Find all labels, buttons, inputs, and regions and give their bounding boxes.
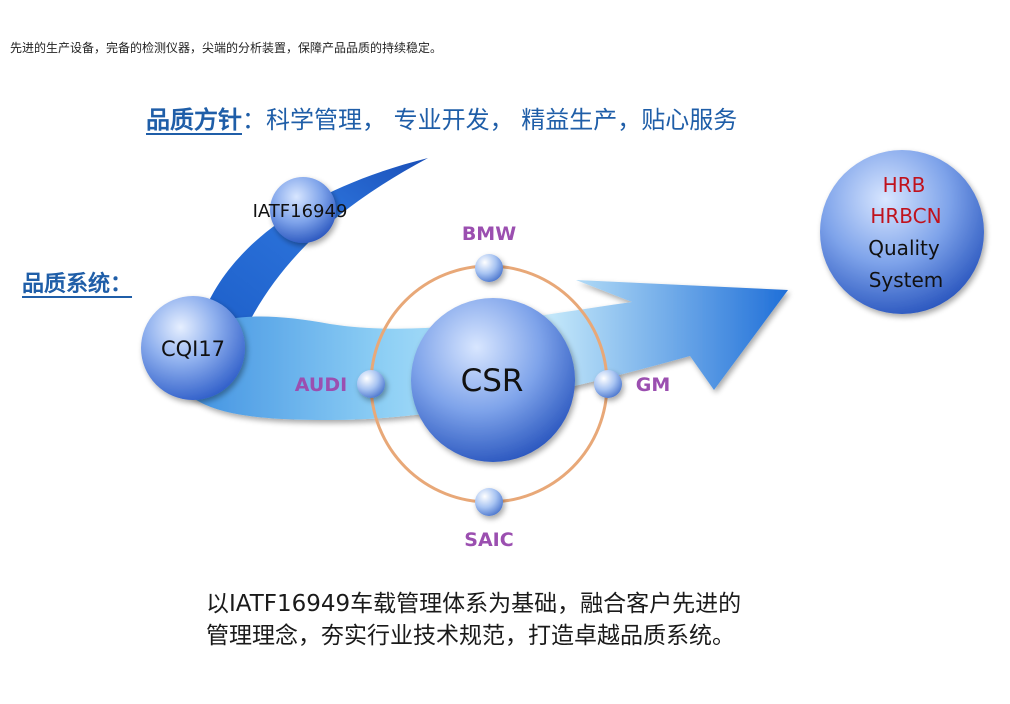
audi-label: AUDI [295,374,347,396]
hrbcn-label: HRBCN [870,204,941,228]
upper-swoosh [200,158,428,330]
iatf16949-node: IATF16949 [253,177,348,243]
hrb-label: HRB [883,173,926,197]
gm-orbit-sphere [594,370,622,398]
footer-line-2: 管理理念，夯实行业技术规范，打造卓越品质系统。 [206,623,735,649]
iatf16949-label: IATF16949 [253,201,348,222]
intro-text: 先进的生产设备，完备的检测仪器，尖端的分析装置，保障产品品质的持续稳定。 [10,41,443,55]
saic-orbit-sphere [475,488,503,516]
audi-orbit-sphere [357,370,385,398]
csr-label: CSR [461,363,524,399]
quality-label: Quality [868,236,940,260]
footer-description: 以IATF16949车载管理体系为基础，融合客户先进的 管理理念，夯实行业技术规… [206,588,741,652]
quality-policy-content: 科学管理， 专业开发， 精益生产，贴心服务 [266,106,738,134]
bmw-orbit-sphere [475,254,503,282]
gm-label: GM [636,374,671,396]
quality-policy-separator: ： [242,106,266,134]
quality-system-label: 品质系统： [22,272,133,297]
cqi17-label: CQI17 [161,337,225,361]
footer-line-1: 以IATF16949车载管理体系为基础，融合客户先进的 [206,591,742,617]
quality-policy-title: 品质方针 [146,106,242,134]
bmw-label: BMW [462,223,516,245]
csr-node: CSR [411,298,575,462]
cqi17-node: CQI17 [141,296,245,400]
quality-policy: 品质方针：科学管理， 专业开发， 精益生产，贴心服务 [146,100,737,135]
saic-label: SAIC [464,529,513,551]
system-label: System [869,268,944,292]
hrb-quality-system-node: HRB HRBCN Quality System [820,150,984,314]
